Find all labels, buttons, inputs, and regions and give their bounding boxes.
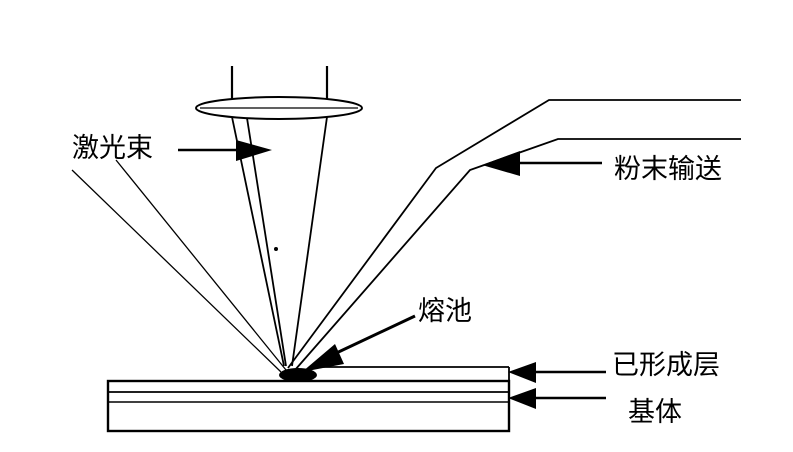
label-substrate: 基体 [628,397,682,428]
label-melt-pool: 熔池 [418,296,472,327]
dot-mark [274,247,278,251]
label-powder-feed: 粉末输送 [614,154,722,185]
formed-layer-arrow [508,362,606,383]
melt-pool-arrow [302,314,416,372]
powder-stream-left [71,159,287,373]
label-laser-beam: 激光束 [72,133,153,164]
workpiece [106,366,511,433]
focusing-lens [195,96,363,120]
powder-feed-arrow [482,151,602,176]
substrate-block [106,379,511,433]
melt-pool [279,368,317,382]
laser-beam-arrow [178,140,272,161]
label-formed-layer: 已形成层 [612,350,720,381]
substrate-arrow [508,388,606,409]
laser-input-beam [230,66,329,104]
powder-feed-nozzle [287,99,741,371]
